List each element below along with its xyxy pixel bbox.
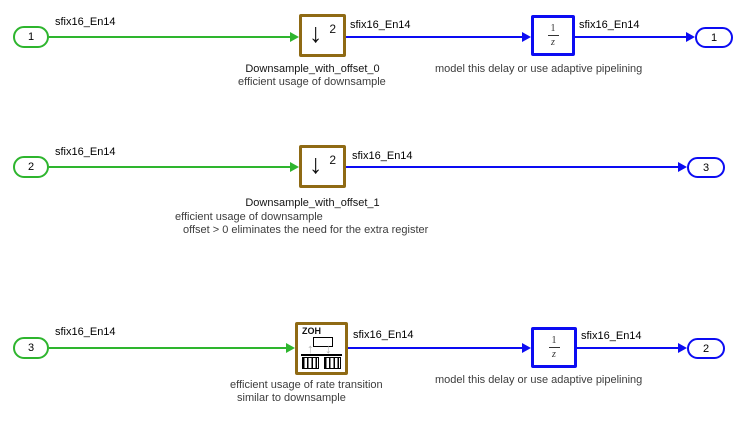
signal-wire[interactable]	[346, 36, 522, 38]
rate-transition-sample-icon	[313, 337, 333, 347]
signal-wire[interactable]	[49, 347, 286, 349]
downsample-block-0[interactable]: ↓ 2	[299, 14, 346, 57]
rate-transition-block[interactable]: ZOH ↑ ↓	[295, 322, 348, 375]
outport-block-3[interactable]: 3	[687, 157, 725, 178]
fraction-bar	[548, 346, 560, 349]
signal-label: sfix16_En14	[579, 19, 640, 31]
up-arrow-icon: ↑	[307, 341, 314, 356]
signal-label: sfix16_En14	[55, 146, 116, 158]
signal-wire[interactable]	[49, 36, 290, 38]
annotation: similar to downsample	[237, 392, 346, 404]
delay-denominator: z	[551, 36, 555, 48]
downsample-arrow-icon: ↓	[309, 149, 323, 179]
downsample-arrow-icon: ↓	[309, 18, 323, 48]
delay-fraction-icon: 1 z	[534, 18, 572, 53]
annotation: offset > 0 eliminates the need for the e…	[183, 224, 429, 236]
wire-arrowhead-icon	[286, 343, 295, 353]
inport-block-1[interactable]: 1	[13, 26, 49, 48]
signal-wire[interactable]	[575, 36, 686, 38]
register-icon	[302, 357, 319, 369]
wire-arrowhead-icon	[290, 162, 299, 172]
annotation: model this delay or use adaptive pipelin…	[435, 374, 643, 386]
annotation: efficient usage of downsample	[238, 76, 386, 88]
signal-label: sfix16_En14	[352, 150, 413, 162]
signal-wire[interactable]	[49, 166, 290, 168]
delay-block-1[interactable]: 1 z	[531, 15, 575, 56]
signal-wire[interactable]	[346, 166, 678, 168]
wire-arrowhead-icon	[522, 32, 531, 42]
outport-block-2[interactable]: 2	[687, 338, 725, 359]
signal-wire[interactable]	[348, 347, 522, 349]
outport-label: 1	[710, 31, 718, 44]
down-arrow-icon: ↓	[325, 341, 332, 356]
wire-arrowhead-icon	[678, 343, 687, 353]
rate-transition-divider	[301, 354, 342, 356]
annotation: efficient usage of rate transition	[230, 379, 383, 391]
delay-block-2[interactable]: 1 z	[531, 327, 577, 368]
signal-wire[interactable]	[577, 347, 678, 349]
annotation: efficient usage of downsample	[175, 211, 323, 223]
downsample-factor: 2	[329, 153, 336, 167]
block-name: Downsample_with_offset_1	[245, 197, 380, 209]
delay-numerator: 1	[550, 23, 556, 35]
signal-label: sfix16_En14	[55, 326, 116, 338]
delay-fraction-icon: 1 z	[534, 330, 574, 365]
inport-label: 2	[27, 161, 35, 173]
signal-label: sfix16_En14	[55, 16, 116, 28]
wire-arrowhead-icon	[522, 343, 531, 353]
outport-block-1[interactable]: 1	[695, 27, 733, 48]
annotation: model this delay or use adaptive pipelin…	[435, 63, 643, 75]
delay-numerator: 1	[551, 335, 557, 347]
inport-block-2[interactable]: 2	[13, 156, 49, 178]
wire-arrowhead-icon	[678, 162, 687, 172]
block-name: Downsample_with_offset_0	[245, 63, 380, 75]
signal-label: sfix16_En14	[350, 19, 411, 31]
signal-label: sfix16_En14	[353, 329, 414, 341]
downsample-block-1[interactable]: ↓ 2	[299, 145, 346, 188]
fraction-bar	[547, 34, 559, 37]
zoh-mode-label: ZOH	[302, 326, 321, 336]
delay-denominator: z	[552, 348, 556, 360]
inport-label: 1	[27, 31, 35, 43]
outport-label: 3	[702, 161, 710, 174]
signal-label: sfix16_En14	[581, 330, 642, 342]
wire-arrowhead-icon	[290, 32, 299, 42]
inport-block-3[interactable]: 3	[13, 337, 49, 359]
inport-label: 3	[27, 342, 35, 354]
downsample-factor: 2	[329, 22, 336, 36]
outport-label: 2	[702, 342, 710, 355]
wire-arrowhead-icon	[686, 32, 695, 42]
register-icon	[324, 357, 341, 369]
